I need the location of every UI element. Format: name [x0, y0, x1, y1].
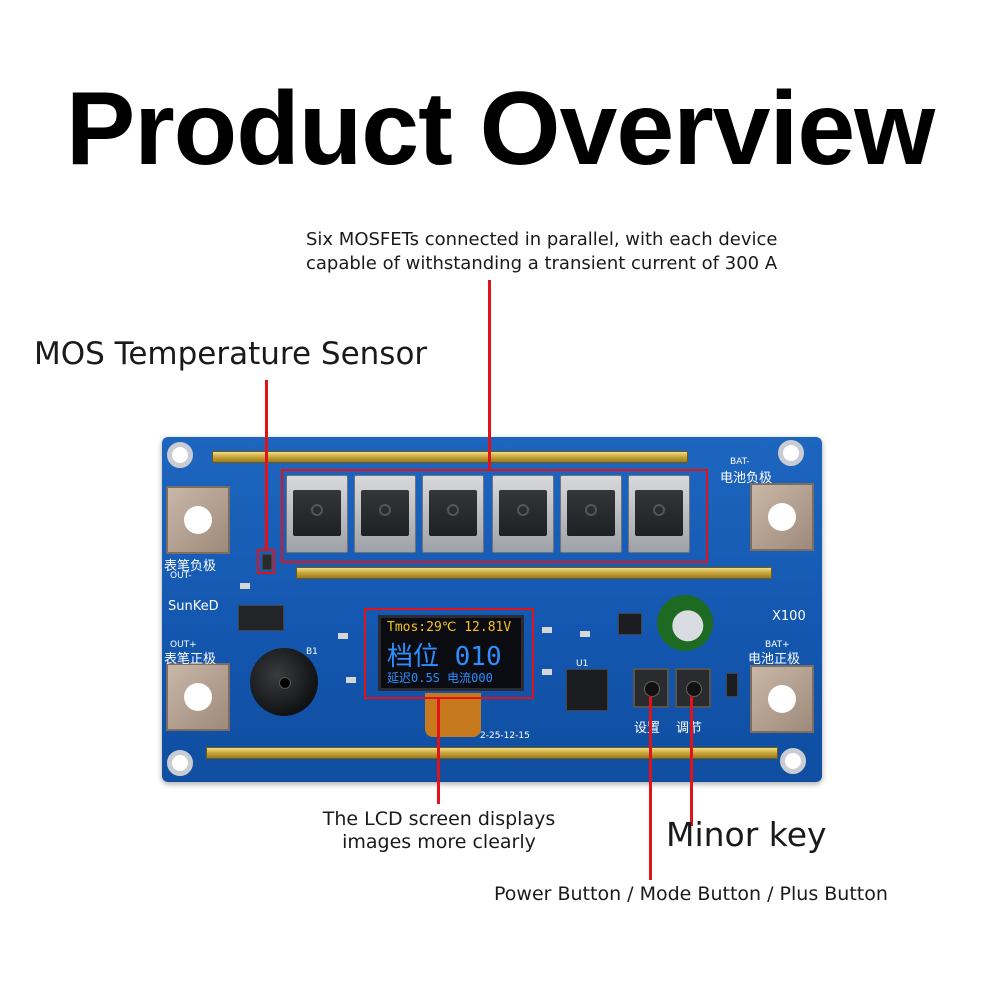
capacitor [657, 595, 713, 651]
pen-negative-label: 表笔负极 [164, 559, 217, 574]
lcd-leader-line [437, 698, 440, 804]
mosfet [286, 475, 348, 553]
mount-hole [780, 748, 806, 774]
mount-hole [167, 442, 193, 468]
minor-key-leader-line [690, 696, 693, 826]
mosfet [492, 475, 554, 553]
smd-component [542, 669, 552, 675]
set-button-label: 设置 [634, 721, 661, 736]
mosfet-leader-line [488, 280, 491, 470]
chip-label: U1 [576, 659, 589, 669]
pen-positive-pad [166, 663, 230, 731]
small-chip [618, 613, 642, 635]
bat-positive-label-en: BAT+ [765, 640, 790, 650]
model-label: X100 [772, 609, 806, 624]
brand-label: SunKeD [168, 599, 219, 614]
lcd-highlight-box [364, 608, 534, 699]
lcd-callout: The LCD screen displays images more clea… [322, 808, 556, 853]
mosfet [560, 475, 622, 553]
lcd-line-3: 延迟0.5S 电流000 [387, 671, 493, 685]
battery-positive-pad [750, 665, 814, 733]
diode [726, 673, 738, 697]
bat-negative-label-en: BAT- [730, 457, 750, 467]
adjust-button-label: 调节 [676, 721, 703, 736]
mount-hole [167, 750, 193, 776]
mosfet [422, 475, 484, 553]
spot-welder-board: BAT- 电池负极 表笔负极 OUT- SunKeD X100 OUT+ 表笔正… [162, 437, 822, 782]
mosfet [628, 475, 690, 553]
mosfet [354, 475, 416, 553]
bat-positive-label: 电池正极 [748, 652, 801, 667]
copper-rail-middle [296, 567, 772, 579]
buttons-callout: Power Button / Mode Button / Plus Button [494, 883, 888, 905]
smd-component [338, 633, 348, 639]
adjust-button[interactable] [675, 668, 711, 708]
pen-negative-pad [166, 486, 230, 554]
mount-hole [778, 440, 804, 466]
minor-key-callout: Minor key [666, 815, 827, 854]
buzzer-label: B1 [306, 647, 318, 657]
smd-component [346, 677, 356, 683]
controller-chip [566, 669, 608, 711]
temperature-sensor-callout: MOS Temperature Sensor [34, 336, 428, 372]
date-code: 2-25-12-15 [480, 731, 530, 741]
pen-positive-label-en: OUT+ [170, 640, 197, 650]
lcd-ribbon-cable [425, 693, 481, 737]
set-button[interactable] [633, 668, 669, 708]
copper-rail-top [212, 451, 688, 463]
mosfet-callout: Six MOSFETs connected in parallel, with … [306, 229, 778, 274]
pen-negative-label-en: OUT- [170, 571, 192, 581]
battery-negative-pad [750, 483, 814, 551]
sensor-highlight-box [257, 549, 275, 574]
smd-component [580, 631, 590, 637]
copper-rail-bottom [206, 747, 778, 759]
mosfet-highlight-box [281, 469, 708, 563]
sensor-leader-line [265, 380, 268, 550]
buzzer [250, 648, 318, 716]
bat-negative-label: 电池负极 [720, 471, 773, 486]
pen-positive-label: 表笔正极 [164, 652, 217, 667]
lcd-screen: Tmos:29℃ 12.81V 档位 010 延迟0.5S 电流000 [378, 615, 524, 691]
smd-component [542, 627, 552, 633]
regulator-chip [238, 605, 284, 631]
lcd-line-1: Tmos:29℃ 12.81V [387, 620, 512, 635]
smd-component [240, 583, 250, 589]
power-button-leader-line [649, 696, 652, 880]
page-title: Product Overview [65, 71, 935, 187]
temperature-sensor [262, 554, 272, 570]
lcd-line-2: 档位 010 [387, 642, 502, 672]
